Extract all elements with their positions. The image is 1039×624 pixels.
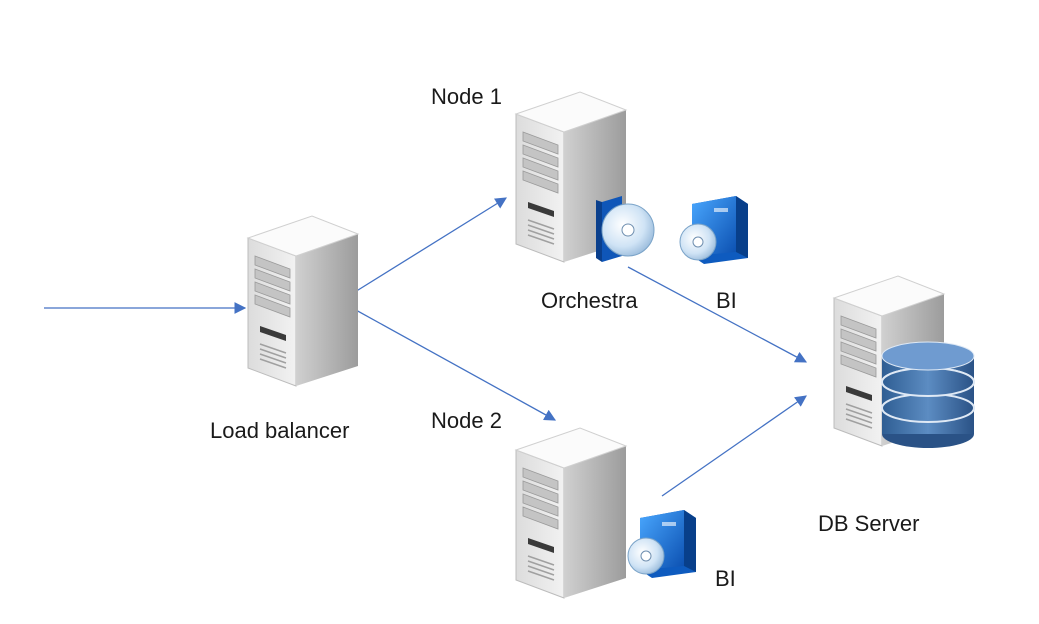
orchestra-app-icon: [596, 196, 655, 262]
bi-label-node2: BI: [715, 566, 736, 591]
arrow-node2-to-db: [661, 395, 807, 497]
arrow-lb-to-node2: [344, 303, 557, 421]
bi-label-node1: BI: [716, 288, 737, 313]
arrow-node1-to-db: [627, 266, 808, 363]
load-balancer-label: Load balancer: [210, 418, 350, 443]
database-cylinder-icon: [881, 341, 975, 448]
db-server-label: DB Server: [818, 511, 920, 536]
node2-label: Node 2: [431, 408, 502, 433]
arrow-lb-to-node1: [341, 197, 507, 301]
load-balancer-server-icon: [247, 215, 359, 387]
bi-app-icon-node1: [679, 195, 749, 265]
bi-app-icon-node2: [627, 509, 697, 579]
orchestra-label: Orchestra: [541, 288, 638, 313]
node1-label: Node 1: [431, 84, 502, 109]
node2-server-icon: [515, 427, 627, 599]
